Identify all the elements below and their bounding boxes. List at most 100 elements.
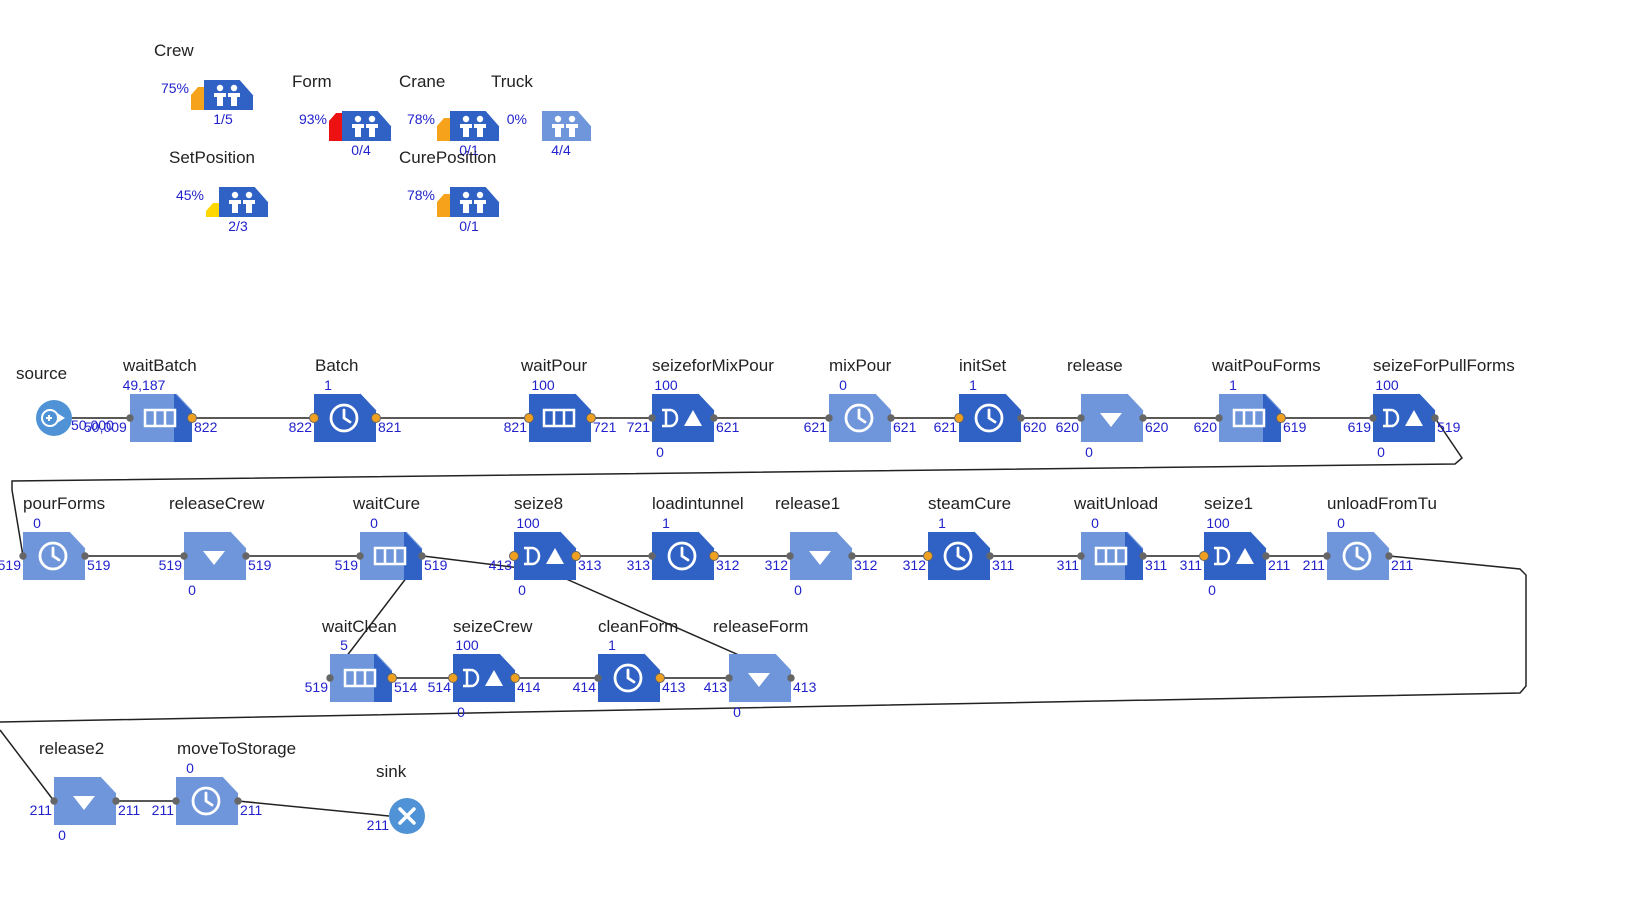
output-port [371,413,381,423]
input-port [50,797,58,805]
block-top-count-mixpour: 0 [839,377,847,393]
block-out-count-waitpouforms: 619 [1283,419,1307,435]
block-out-count-batch: 821 [378,419,402,435]
input-port [448,673,458,683]
block-out-count-releasecrew: 519 [248,557,272,573]
block-in-count-sink: 211 [366,817,389,833]
movetostorage-block[interactable] [172,776,242,825]
release-block[interactable] [1077,393,1147,442]
release2-block[interactable] [50,776,120,825]
connector-line-28 [237,800,390,817]
block-out-count-waitunload: 311 [1145,557,1168,573]
input-port [725,674,733,682]
block-name-seizecrew: seizeCrew [453,617,533,636]
output-port [787,674,795,682]
output-port [986,552,994,560]
input-port [1369,414,1377,422]
resource-icon [460,115,486,137]
queue-icon [373,546,407,566]
block-top-count-steamcure: 1 [938,515,946,531]
block-top-count-seizeformixpour: 100 [654,377,678,393]
source-block[interactable] [35,399,73,437]
waitpouforms-block[interactable] [1215,393,1286,442]
resource-utilization-setposition: 45% [175,187,204,203]
loadintunnel-block[interactable] [648,531,719,580]
block-in-count-waitclean: 519 [304,679,328,695]
resource-name-setposition: SetPosition [169,148,255,167]
block-name-pourforms: pourForms [23,494,106,513]
waitclean-block[interactable] [326,653,397,702]
seize1-block[interactable] [1199,531,1270,580]
waitpour-block[interactable] [524,393,596,442]
seize-icon [463,668,503,688]
block-in-count-release: 620 [1055,419,1079,435]
block-top-count-pourforms: 0 [33,515,41,531]
sink-block[interactable] [388,797,426,835]
block-name-seize1: seize1 [1204,494,1254,513]
resource-count-cureposition: 0/1 [459,218,479,234]
block-name-sink: sink [376,762,407,781]
waitcure-block[interactable] [356,531,426,580]
initset-block[interactable] [954,393,1025,442]
resource-pool-crew[interactable] [191,79,255,114]
cleanform-block[interactable] [594,653,665,702]
block-in-count-waitpouforms: 620 [1193,419,1217,435]
resource-pool-form[interactable] [329,110,393,145]
block-name-waitunload: waitUnload [1074,494,1159,513]
block-name-mixpour: mixPour [829,356,892,375]
block-out-count-movetostorage: 211 [240,802,263,818]
block-out-count-seizeforpullforms: 519 [1437,419,1461,435]
block-name-seizeformixpour: seizeforMixPour [652,356,774,375]
waitunload-block[interactable] [1077,531,1147,580]
resource-pool-truck[interactable] [529,110,593,145]
mixpour-block[interactable] [825,393,895,442]
steamcure-block[interactable] [923,531,994,580]
resource-name-truck: Truck [491,72,533,91]
seize8-block[interactable] [509,531,581,580]
block-top-count-cleanform: 1 [608,637,616,653]
block-name-seizeforpullforms: seizeForPullForms [1373,356,1515,375]
output-port [1139,414,1147,422]
block-out-count-seizeformixpour: 621 [716,419,740,435]
seize-icon [1383,408,1423,428]
input-port [1323,552,1331,560]
block-in-count-seize8: 413 [488,557,512,573]
release-icon [809,551,831,565]
waitbatch-block[interactable] [126,393,197,442]
seizeforpullforms-block[interactable] [1369,393,1439,442]
releasecrew-block[interactable] [180,531,250,580]
block-out-count-waitbatch: 822 [194,419,218,435]
delay-icon [613,663,643,693]
seize-icon [524,546,564,566]
block-name-release2: release2 [39,739,105,758]
resource-pool-setposition[interactable] [206,186,270,221]
input-port [180,552,188,560]
input-port [309,413,319,423]
resource-pool-crane[interactable] [437,110,501,145]
seizeformixpour-block[interactable] [648,393,718,442]
output-port [510,673,520,683]
seize-icon [662,408,702,428]
unloadfromtu-block[interactable] [1323,531,1393,580]
seize-icon [1214,546,1254,566]
resource-icon [352,115,378,137]
block-top-count-seize1: 100 [1206,515,1230,531]
release1-block[interactable] [786,531,856,580]
block-in-count-waitunload: 311 [1056,557,1079,573]
block-top-count-seizeforpullforms: 100 [1375,377,1399,393]
resource-pool-cureposition[interactable] [437,186,501,221]
block-in-count-seizeforpullforms: 619 [1347,419,1371,435]
queue-icon [542,408,576,428]
pourforms-block[interactable] [19,531,89,580]
batch-block[interactable] [309,393,381,442]
resource-name-cureposition: CurePosition [399,148,497,167]
block-in-count-waitcure: 519 [334,557,358,573]
resource-icon [552,115,578,137]
block-out-count-seize1: 211 [1268,557,1291,573]
block-bottom-count-seizeformixpour: 0 [656,444,664,460]
input-port [1199,551,1209,561]
releaseform-block[interactable] [725,653,795,702]
seizecrew-block[interactable] [448,653,520,702]
input-port [1077,414,1085,422]
output-port [187,413,197,423]
